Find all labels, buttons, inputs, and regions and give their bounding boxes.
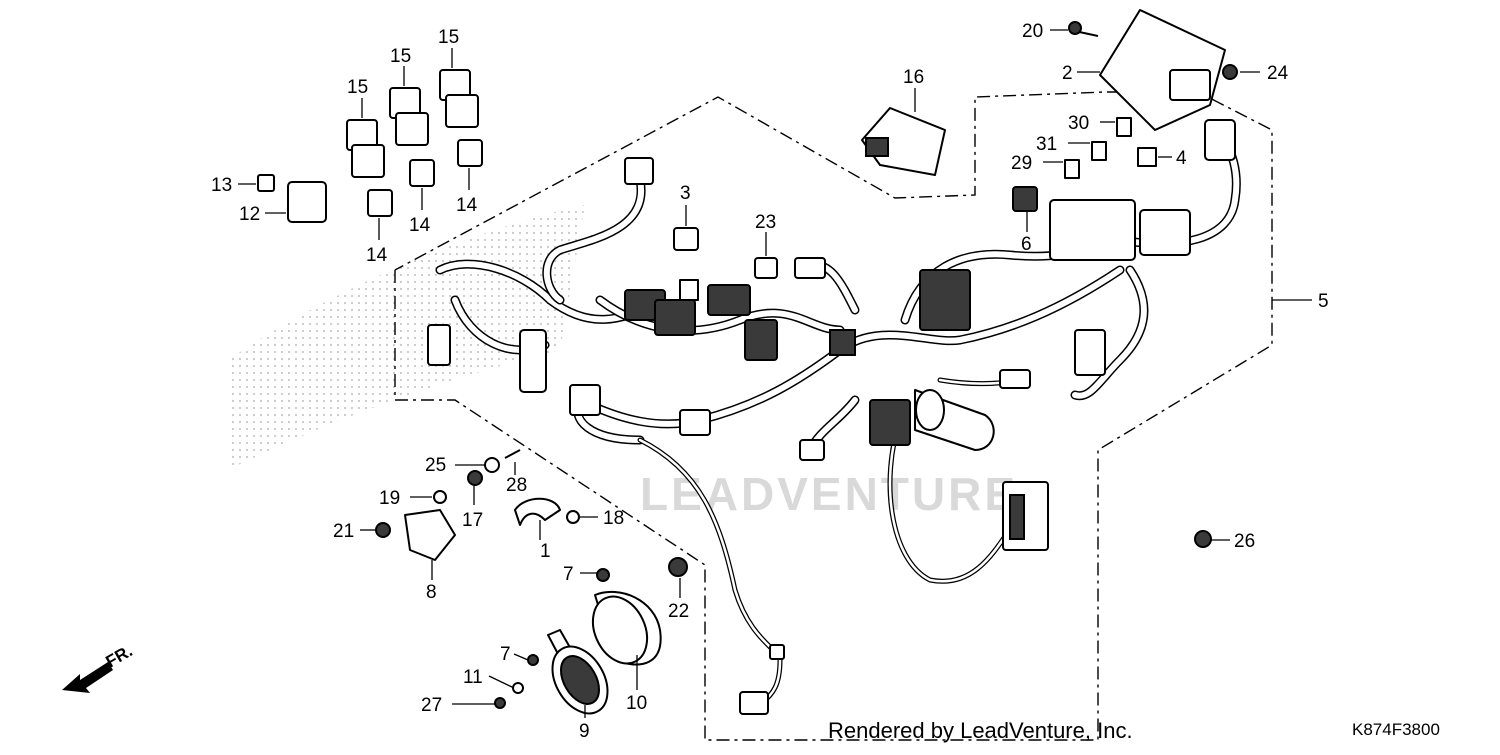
part-13-cap (257, 174, 275, 192)
callout-27: 27 (421, 695, 442, 716)
callout-13: 13 (211, 175, 232, 196)
callout-2: 2 (1062, 63, 1073, 84)
part-23-clip (754, 257, 778, 279)
callout-29: 29 (1011, 153, 1032, 174)
callout-14a: 14 (366, 245, 388, 266)
callout-18: 18 (603, 508, 624, 529)
callout-15c: 15 (438, 27, 459, 48)
leader-lines (238, 29, 1312, 718)
render-credit: Rendered by LeadVenture, Inc. (828, 718, 1133, 743)
callout-7b: 7 (500, 644, 511, 665)
main-wire-harness (435, 135, 1241, 455)
horns (494, 590, 662, 715)
callout-7a: 7 (563, 564, 574, 585)
front-arrow-icon (62, 662, 113, 693)
callout-16: 16 (903, 67, 924, 88)
relays-14 (367, 139, 483, 217)
callout-20: 20 (1022, 21, 1043, 42)
part-6-socket (1012, 186, 1038, 212)
callout-14c: 14 (456, 195, 478, 216)
callout-21: 21 (333, 521, 354, 542)
assembly-outline (394, 91, 1273, 741)
callout-5: 5 (1318, 291, 1329, 312)
relays-15 (346, 69, 479, 178)
callout-labels: 1 2 3 4 5 6 7 7 8 9 10 11 12 13 14 14 14… (211, 21, 1329, 742)
part-12-relay (287, 181, 327, 223)
callout-1: 1 (540, 541, 551, 562)
callout-22: 22 (668, 601, 689, 622)
fuses (1064, 117, 1157, 179)
callout-3: 3 (680, 183, 691, 204)
callout-26: 26 (1234, 531, 1255, 552)
callout-15b: 15 (390, 46, 411, 67)
harness-connectors (427, 119, 1236, 715)
callout-17: 17 (462, 510, 483, 531)
callout-25: 25 (425, 455, 446, 476)
lower-left-parts (375, 449, 688, 582)
watermark-text: LEADVENTURE (640, 468, 1018, 520)
callout-6: 6 (1021, 234, 1032, 255)
callout-23: 23 (755, 212, 776, 233)
diagram-code: K874F3800 (1352, 720, 1440, 739)
part-26-bolt (1194, 530, 1212, 548)
callout-31: 31 (1036, 134, 1057, 155)
callout-11: 11 (463, 667, 483, 688)
relay-part-16 (861, 107, 946, 176)
callout-14b: 14 (409, 215, 431, 236)
callout-12: 12 (239, 204, 260, 225)
part-3-block (673, 227, 699, 251)
callout-4: 4 (1176, 148, 1187, 169)
callout-15a: 15 (347, 77, 368, 98)
callout-8: 8 (426, 582, 437, 603)
callout-28: 28 (506, 475, 527, 496)
callout-9: 9 (579, 721, 590, 742)
callout-30: 30 (1068, 113, 1089, 134)
callout-10: 10 (626, 693, 647, 714)
callout-19: 19 (379, 488, 400, 509)
callout-24: 24 (1267, 63, 1289, 84)
ecu-module (1068, 9, 1238, 131)
